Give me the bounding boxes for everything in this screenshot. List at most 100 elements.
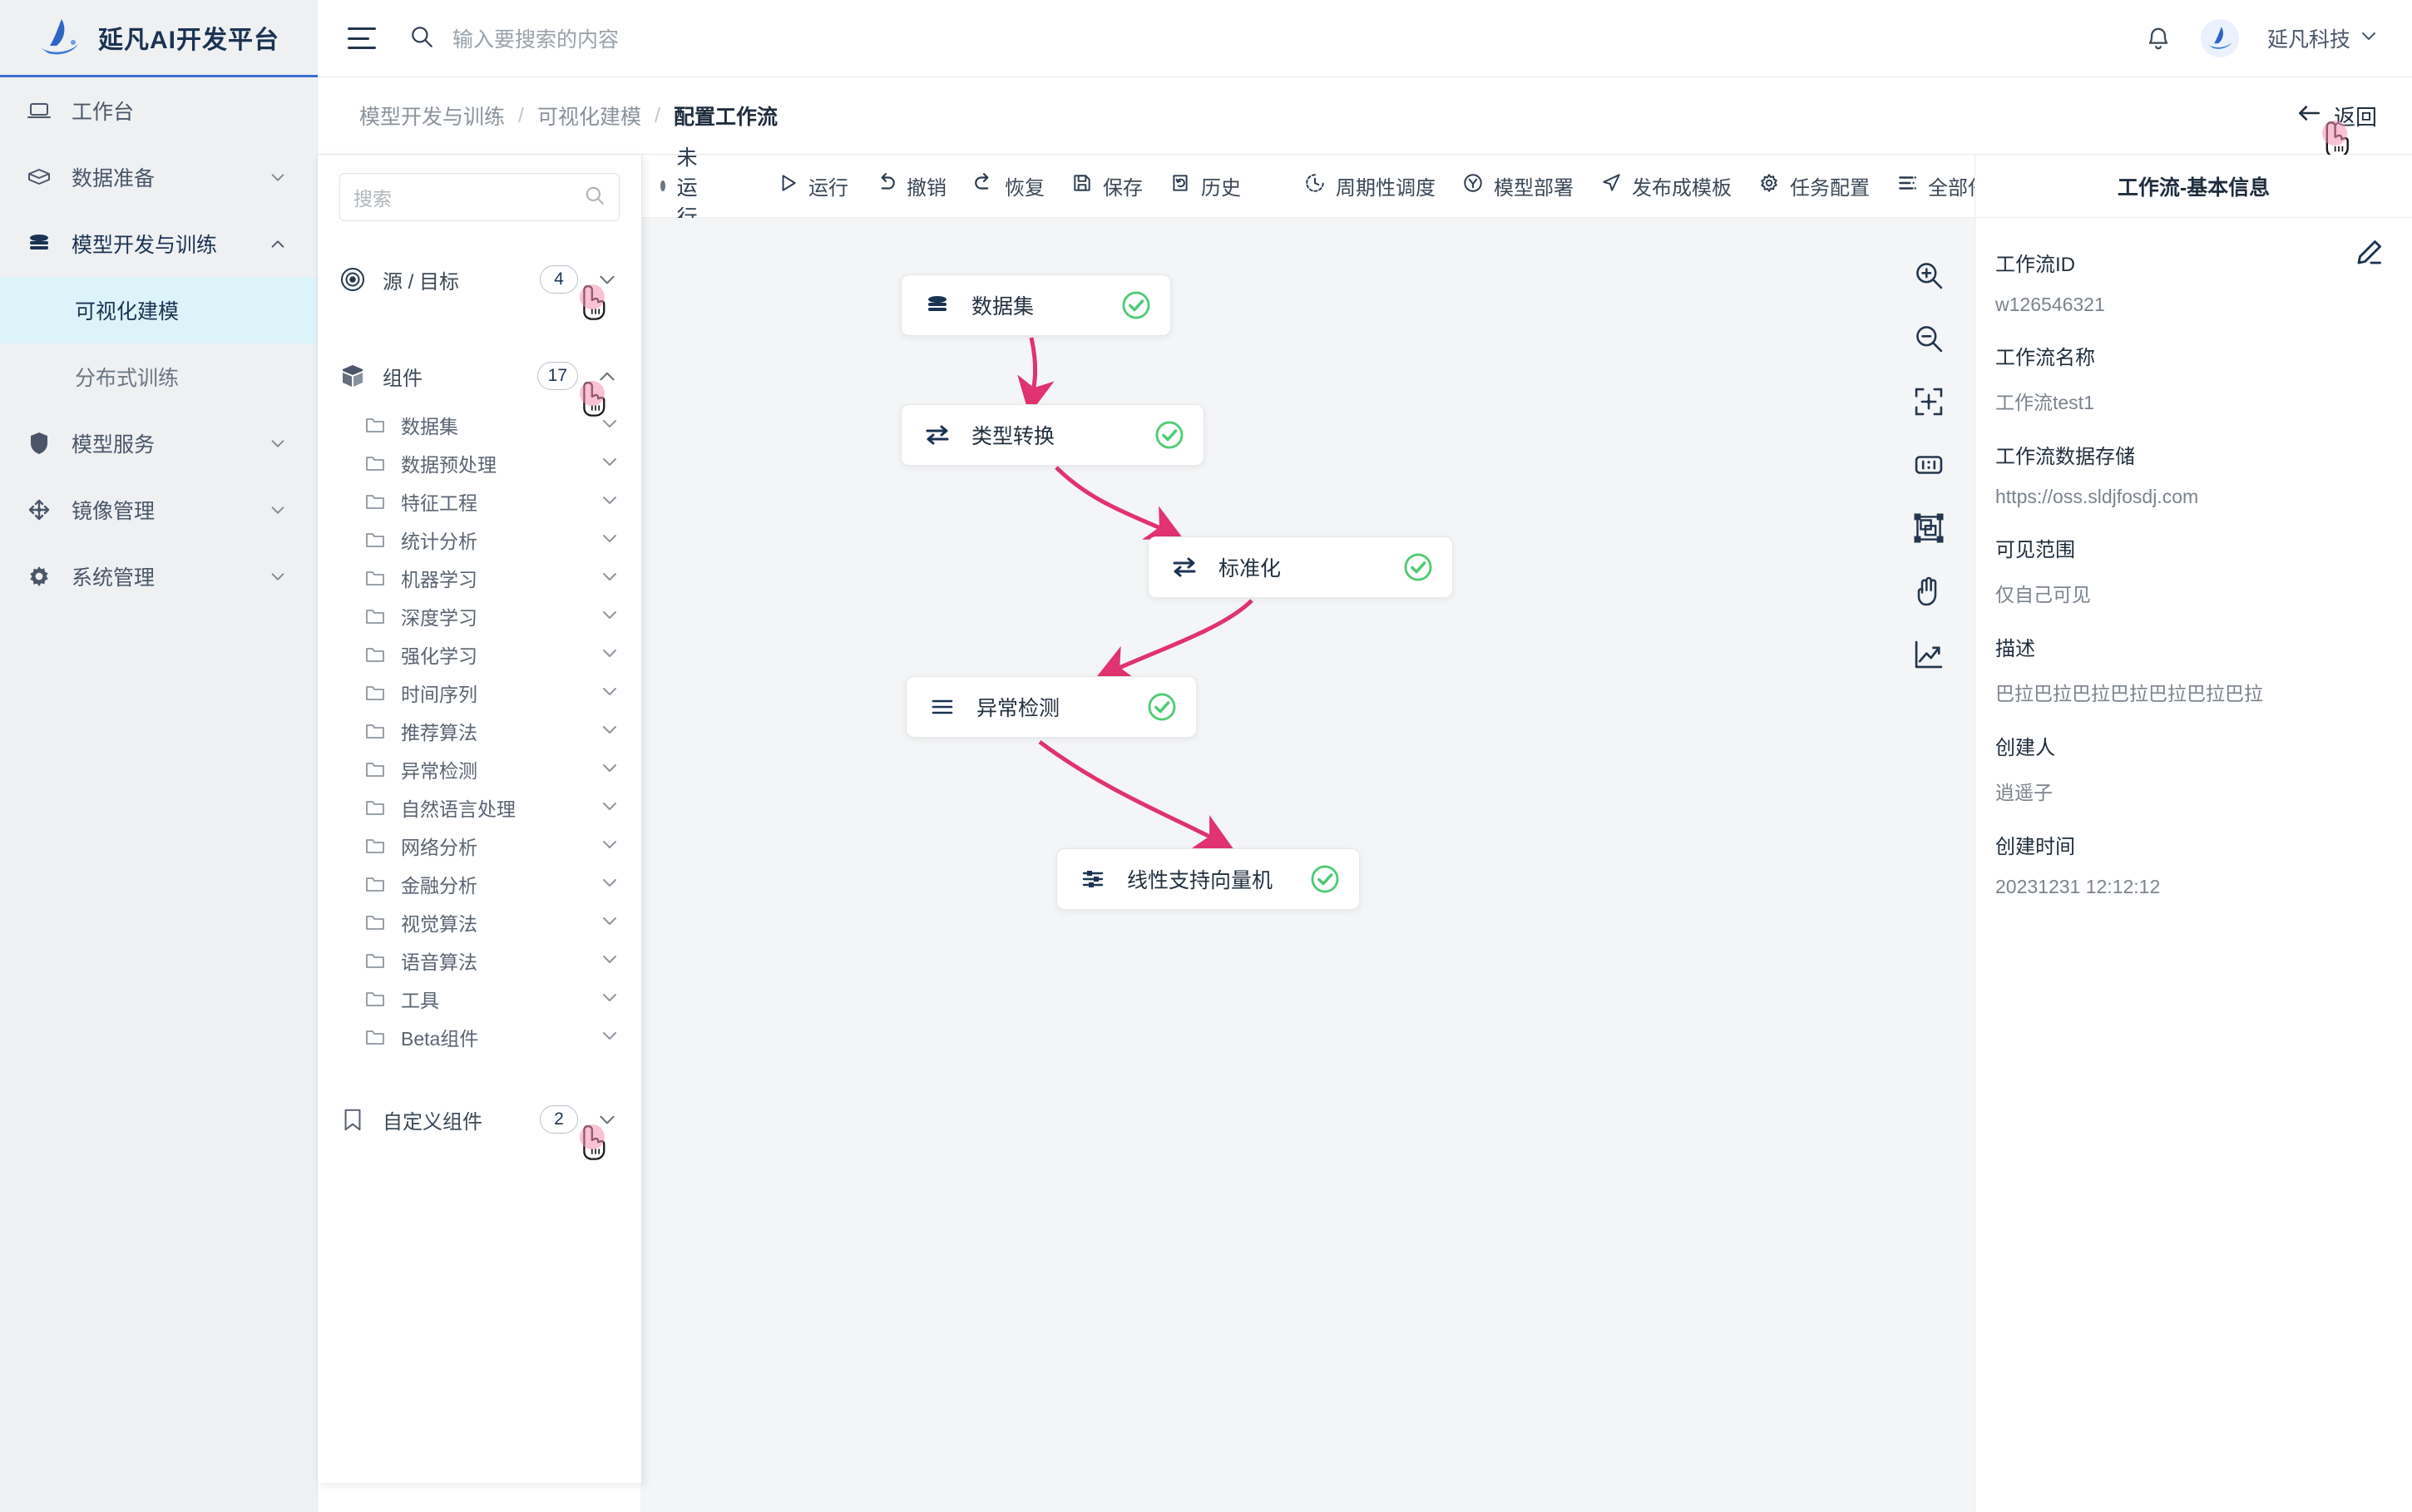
component-folder-label: 语音算法 — [401, 951, 477, 973]
chevron-down-icon[interactable] — [600, 987, 620, 1011]
chevron-down-icon[interactable] — [600, 1025, 620, 1050]
check-circle-icon — [1402, 551, 1434, 583]
component-folder-item[interactable]: 特征工程 — [364, 482, 620, 521]
chevron-down-icon[interactable] — [600, 452, 620, 476]
component-folder-item[interactable]: 数据集 — [364, 406, 620, 444]
workflow-node-type-conversion[interactable]: 类型转换 — [901, 404, 1204, 466]
chevron-down-icon[interactable] — [600, 796, 620, 820]
sidebar: 工作台 数据准备 — [0, 77, 318, 1512]
bell-icon[interactable] — [2144, 23, 2172, 53]
chevron-down-icon[interactable] — [600, 758, 620, 782]
target-icon — [339, 266, 366, 293]
hamburger-icon[interactable] — [348, 27, 376, 49]
publish-template-button[interactable]: 发布成模板 — [1587, 171, 1745, 200]
chevron-down-icon[interactable] — [600, 681, 620, 705]
sidebar-item-visual-modeling[interactable]: 可视化建模 — [0, 277, 317, 343]
sidebar-item-workbench[interactable]: 工作台 — [0, 77, 317, 144]
global-search[interactable]: 输入要搜索的内容 — [409, 23, 619, 53]
chevron-down-icon[interactable] — [600, 413, 620, 437]
component-folder-item[interactable]: 工具 — [364, 980, 620, 1018]
pencil-icon[interactable] — [2354, 238, 2384, 268]
schedule-button-label: 周期性调度 — [1336, 177, 1436, 200]
panel-section-source-target[interactable]: 源 / 目标 4 — [339, 250, 620, 320]
component-folder-item[interactable]: 语音算法 — [364, 941, 620, 980]
sidebar-item-data-prep[interactable]: 数据准备 — [0, 144, 317, 210]
deploy-button[interactable]: 模型部署 — [1449, 171, 1587, 200]
chevron-down-icon[interactable] — [600, 605, 620, 629]
org-menu[interactable]: 延凡科技 — [2267, 23, 2379, 53]
breadcrumb-item-0[interactable]: 模型开发与训练 — [359, 106, 506, 129]
breadcrumb-item-1[interactable]: 可视化建模 — [536, 106, 641, 129]
chevron-down-icon[interactable] — [595, 269, 620, 290]
save-button[interactable]: 保存 — [1058, 171, 1156, 200]
component-folder-item[interactable]: 深度学习 — [364, 597, 620, 635]
hand-pan-icon[interactable] — [1911, 574, 1946, 609]
chevron-down-icon[interactable] — [600, 834, 620, 858]
select-group-icon[interactable] — [1911, 511, 1946, 546]
zoom-out-icon[interactable] — [1911, 321, 1946, 356]
info-panel-title: 工作流-基本信息 — [1975, 155, 2412, 218]
workflow-node-anomaly-detection[interactable]: 异常检测 — [906, 676, 1197, 738]
component-folder-item[interactable]: 统计分析 — [364, 521, 620, 559]
aspect-ratio-icon[interactable] — [1911, 447, 1946, 482]
chevron-down-icon[interactable] — [600, 872, 620, 897]
sidebar-item-distributed-training[interactable]: 分布式训练 — [0, 343, 317, 410]
workflow-node-standardize[interactable]: 标准化 — [1148, 536, 1453, 598]
breadcrumb-separator: / — [654, 103, 660, 127]
spacer — [339, 1056, 620, 1090]
chevron-down-icon[interactable] — [600, 528, 620, 552]
component-folder-item[interactable]: 自然语言处理 — [364, 788, 620, 827]
avatar[interactable] — [2200, 19, 2239, 57]
component-search-input[interactable]: 搜索 — [353, 188, 392, 210]
zoom-in-icon[interactable] — [1911, 258, 1946, 293]
sidebar-item-model-service[interactable]: 模型服务 — [0, 410, 317, 477]
search-input[interactable]: 输入要搜索的内容 — [452, 28, 620, 52]
component-folder-item[interactable]: 机器学习 — [364, 559, 620, 597]
component-folder-item[interactable]: 数据预处理 — [364, 444, 620, 482]
component-folder-item[interactable]: 强化学习 — [364, 635, 620, 674]
sidebar-item-model-dev[interactable]: 模型开发与训练 — [0, 210, 317, 277]
redo-button[interactable]: 恢复 — [960, 171, 1058, 200]
run-button[interactable]: 运行 — [764, 171, 862, 200]
chevron-down-icon[interactable] — [600, 490, 620, 514]
chevron-down-icon[interactable] — [600, 719, 620, 744]
component-folder-item[interactable]: 金融分析 — [364, 865, 620, 903]
chevron-down-icon[interactable] — [595, 1109, 620, 1130]
chevron-down-icon[interactable] — [600, 949, 620, 973]
panel-section-components[interactable]: 组件 17 — [339, 346, 620, 417]
chevron-up-icon[interactable] — [595, 365, 620, 387]
redo-icon — [973, 172, 995, 200]
task-config-button[interactable]: 任务配置 — [1745, 171, 1883, 200]
workflow-canvas[interactable]: 数据集 类型转换 — [640, 218, 1975, 1512]
workflow-node-linear-svm[interactable]: 线性支持向量机 — [1056, 848, 1360, 910]
panel-section-custom-components[interactable]: 自定义组件 2 — [339, 1090, 620, 1160]
component-folder-item[interactable]: 网络分析 — [364, 827, 620, 865]
brand-area[interactable]: 延凡AI开发平台 — [0, 0, 318, 77]
schedule-button[interactable]: 周期性调度 — [1291, 171, 1449, 200]
status-dot-icon — [660, 180, 665, 191]
component-folder-item[interactable]: 时间序列 — [364, 674, 620, 712]
chevron-down-icon[interactable] — [600, 566, 620, 590]
back-button[interactable]: 返回 — [2296, 101, 2377, 158]
component-search-box[interactable]: 搜索 — [339, 173, 620, 221]
undo-button[interactable]: 撤销 — [862, 171, 960, 200]
shield-icon — [25, 429, 53, 457]
chevron-down-icon[interactable] — [600, 911, 620, 935]
component-folder-item[interactable]: 视觉算法 — [364, 903, 620, 941]
component-folder-item[interactable]: 推荐算法 — [364, 712, 620, 750]
search-icon — [584, 185, 605, 210]
info-field-value: 工作流test1 — [1995, 392, 2094, 413]
component-folder-item[interactable]: 异常检测 — [364, 750, 620, 788]
chevron-down-icon[interactable] — [600, 643, 620, 667]
workflow-node-dataset[interactable]: 数据集 — [901, 274, 1171, 336]
sidebar-item-system-management[interactable]: 系统管理 — [0, 543, 317, 610]
component-folder-item[interactable]: Beta组件 — [364, 1018, 620, 1056]
folder-icon — [364, 912, 386, 933]
app-logo-icon — [37, 17, 82, 57]
sidebar-item-image-management[interactable]: 镜像管理 — [0, 477, 317, 543]
sidebar-item-label: 模型服务 — [72, 433, 156, 457]
trend-chart-icon[interactable] — [1911, 637, 1946, 672]
fit-screen-icon[interactable] — [1911, 384, 1946, 419]
history-button[interactable]: 历史 — [1156, 171, 1254, 200]
transform-icon — [1170, 553, 1199, 581]
